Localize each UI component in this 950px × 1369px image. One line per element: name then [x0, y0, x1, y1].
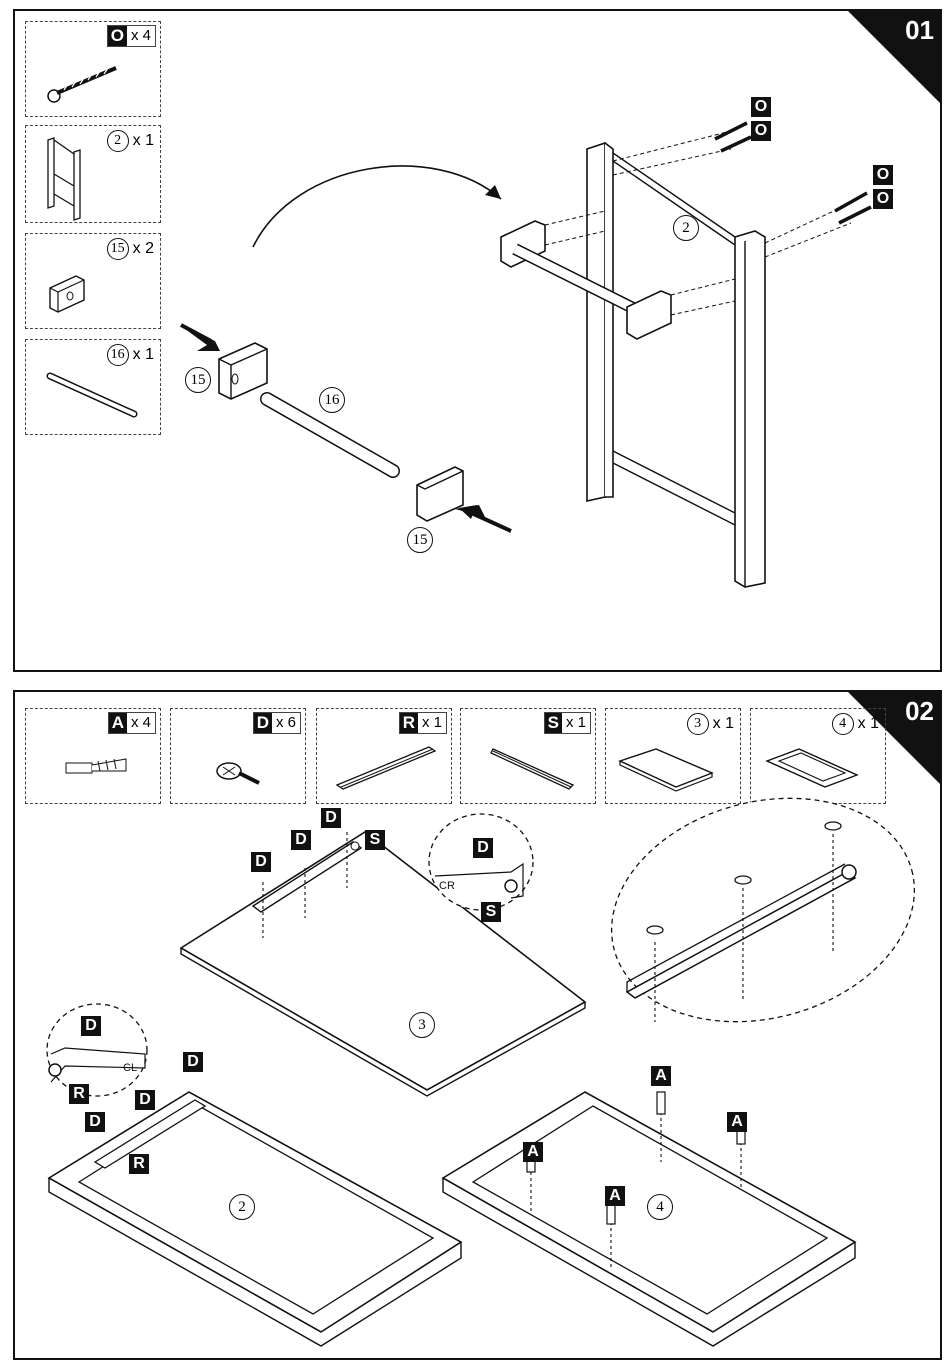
panel-label: 3 — [409, 1012, 435, 1038]
rail-s-label: S — [481, 902, 501, 922]
dowel-label: A — [651, 1066, 671, 1086]
rail-r-label: R — [129, 1154, 149, 1174]
rail-s-label: S — [365, 830, 385, 850]
dowel-label: A — [727, 1112, 747, 1132]
detail-cl-text: CL — [123, 1062, 137, 1074]
rod-label: 16 — [319, 387, 345, 413]
screw-label: D — [183, 1052, 203, 1072]
bolt-label: O — [751, 97, 771, 117]
bolt-label: O — [873, 189, 893, 209]
bolt-label: O — [751, 121, 771, 141]
screw-label: D — [473, 838, 493, 858]
frame-label: 4 — [647, 1194, 673, 1220]
rail-r-label: R — [69, 1084, 89, 1104]
detail-cr-text: CR — [439, 880, 455, 892]
bolt-label: O — [873, 165, 893, 185]
end-block-label: 15 — [185, 367, 211, 393]
screw-label: D — [81, 1016, 101, 1036]
screw-label: D — [291, 830, 311, 850]
screw-label: D — [321, 808, 341, 828]
end-block-label: 15 — [407, 527, 433, 553]
screw-label: D — [251, 852, 271, 872]
frame-label: 2 — [673, 215, 699, 241]
step1-assembly-drawing — [15, 11, 944, 674]
screw-label: D — [85, 1112, 105, 1132]
screw-label: D — [135, 1090, 155, 1110]
dowel-label: A — [523, 1142, 543, 1162]
step2-assembly-drawing — [15, 692, 944, 1362]
dowel-label: A — [605, 1186, 625, 1206]
frame-label: 2 — [229, 1194, 255, 1220]
